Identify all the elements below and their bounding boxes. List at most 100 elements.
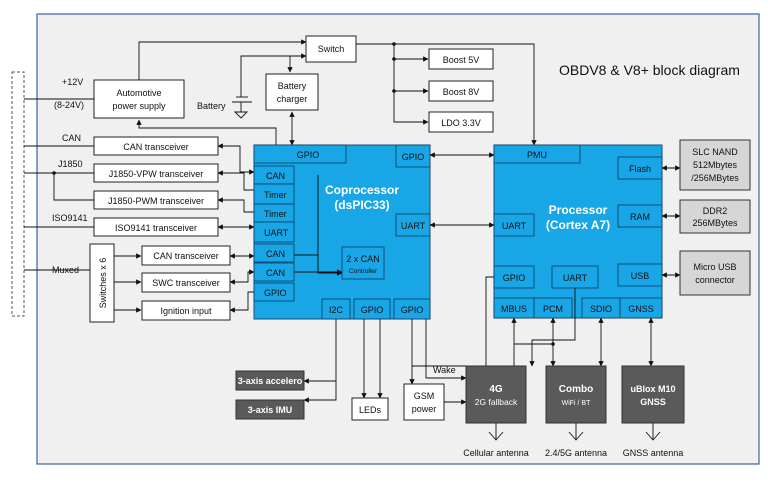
processor-subtitle: (Cortex A7): [546, 218, 610, 232]
processor-title: Processor: [549, 203, 608, 217]
copro-gpio-b2-label: GPIO: [401, 305, 424, 315]
obd-connector: [11, 71, 25, 317]
copro-can3-label: CAN: [266, 268, 285, 278]
cellular-line2: 2G fallback: [475, 397, 518, 407]
copro-gpio-top-right-label: GPIO: [402, 152, 425, 162]
copro-can1-label: CAN: [266, 171, 285, 181]
switch-block: [305, 35, 357, 63]
combo-line2: WiFi / BT: [562, 400, 591, 407]
battery-charger-line1: Battery: [278, 81, 307, 91]
ublox-line2: GNSS: [640, 397, 666, 407]
proc-sdio-label: SDIO: [590, 304, 612, 314]
ddr-line1: DDR2: [703, 206, 728, 216]
cellular-line1: 4G: [489, 384, 503, 395]
ublox-block: [621, 365, 685, 424]
switches-label: Switches x 6: [98, 258, 108, 309]
can-transceiver-label: CAN transceiver: [123, 142, 189, 152]
muxed-label: Muxed: [52, 265, 79, 275]
battery-label: Battery: [197, 101, 226, 111]
proc-gpio-label: GPIO: [503, 273, 526, 283]
proc-flash-label: Flash: [629, 164, 651, 174]
imu-label: 3-axis IMU: [248, 405, 293, 415]
usb-connector-block: [679, 250, 751, 296]
wifi-antenna-icon: [568, 423, 584, 441]
proc-usb-label: USB: [631, 271, 650, 281]
copro-uart-right-label: UART: [401, 221, 426, 231]
vpw-transceiver-label: J1850-VPW transceiver: [109, 169, 204, 179]
gnss-antenna-icon: [645, 423, 661, 441]
vrange-label: (8-24V): [54, 100, 84, 110]
imu-block: [235, 399, 305, 420]
proc-uart-label: UART: [563, 273, 588, 283]
boost5-label: Boost 5V: [443, 55, 480, 65]
copro-gpio-b1: [353, 298, 391, 320]
copro-i2c-label: I2C: [329, 305, 344, 315]
copro-timer1-label: Timer: [264, 190, 287, 200]
gsm-power-block: [403, 383, 445, 421]
can-controller-line1: 2 x CAN: [346, 254, 380, 264]
ldo-label: LDO 3.3V: [441, 118, 481, 128]
power-supply-line2: power supply: [112, 101, 166, 111]
ublox-line1: uBlox M10: [630, 384, 675, 394]
leds-label: LEDs: [359, 405, 382, 415]
ignition-label: Ignition input: [160, 306, 212, 316]
wifi-antenna-label: 2.4/5G antenna: [545, 448, 607, 458]
copro-gpio-top-left-label: GPIO: [297, 150, 320, 160]
copro-gpio-left: [253, 282, 295, 302]
copro-gpio-b1-label: GPIO: [361, 305, 384, 315]
gsm-power-line2: power: [412, 404, 437, 414]
boost8-block: [428, 80, 494, 102]
diagram-title: OBDV8 & V8+ block diagram: [559, 62, 740, 78]
proc-uart-left-label: UART: [502, 221, 527, 231]
copro-can2-label: CAN: [266, 249, 285, 259]
ddr-line2: 256MBytes: [692, 218, 738, 228]
leds-block: [351, 397, 389, 421]
copro-gpio-left-label: GPIO: [264, 288, 287, 298]
coprocessor-subtitle: (dsPIC33): [334, 198, 389, 212]
accel-block: [235, 370, 305, 391]
battery-charger-line2: charger: [277, 94, 308, 104]
can-transceiver2-label: CAN transceiver: [153, 251, 219, 261]
combo-line1: Combo: [559, 384, 593, 395]
copro-timer2-label: Timer: [264, 209, 287, 219]
cellular-antenna-icon: [488, 423, 504, 441]
usb-conn-line2: connector: [695, 275, 735, 285]
nand-line3: /256MBytes: [691, 173, 739, 183]
can-controller-line2: Controller: [349, 268, 378, 275]
iso9141-transceiver-label: ISO9141 transceiver: [115, 223, 197, 233]
battery-charger-block: [265, 73, 319, 111]
cellular-antenna-label: Cellular antenna: [463, 448, 529, 458]
can-controller: [341, 246, 385, 280]
coprocessor-title: Coprocessor: [325, 183, 399, 197]
v12-label: +12V: [62, 77, 83, 87]
proc-mbus-label: MBUS: [501, 304, 527, 314]
copro-uart-left: [253, 221, 295, 243]
proc-pmu-label: PMU: [527, 150, 547, 160]
gsm-power-line1: GSM: [414, 391, 435, 401]
power-supply-block: [93, 79, 185, 119]
nand-line2: 512Mbytes: [693, 160, 738, 170]
proc-gnss: [619, 297, 663, 319]
boost5-block: [428, 48, 494, 70]
can-label: CAN: [62, 133, 81, 143]
copro-can2: [253, 243, 295, 263]
swc-transceiver-label: SWC transceiver: [152, 278, 220, 288]
switch-label: Switch: [318, 44, 345, 54]
ddr-block: [679, 199, 751, 234]
j1850-label: J1850: [58, 159, 83, 169]
nand-block: [679, 139, 751, 191]
proc-ram-label: RAM: [630, 212, 650, 222]
accel-label: 3-axis accelero: [238, 376, 303, 386]
ldo-block: [428, 111, 494, 133]
power-supply-line1: Automotive: [116, 88, 161, 98]
pwm-transceiver-label: J1850-PWM transceiver: [108, 196, 204, 206]
copro-gpio-top-left: [253, 144, 347, 164]
proc-gnss-label: GNSS: [628, 304, 654, 314]
proc-pcm-label: PCM: [543, 304, 563, 314]
iso9141-label: ISO9141: [52, 213, 88, 223]
nand-line1: SLC NAND: [692, 147, 738, 157]
switches-block: [89, 243, 115, 323]
wake-label: Wake: [433, 365, 456, 375]
